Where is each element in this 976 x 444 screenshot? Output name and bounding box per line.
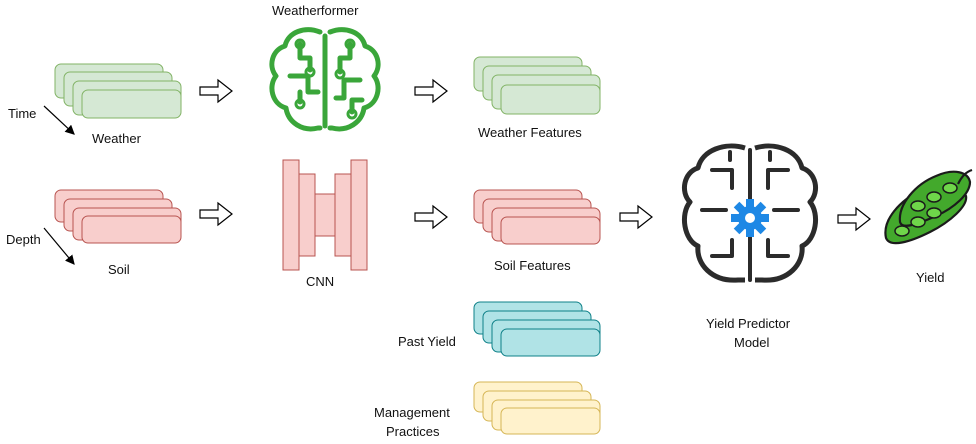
block-arrow (619, 204, 653, 230)
management-practices-stack (473, 381, 601, 435)
block-arrow (414, 78, 448, 104)
soil-label: Soil (108, 262, 130, 277)
depth-axis-arrow (43, 227, 75, 265)
weather-features-stack (473, 56, 601, 115)
soil-input-stack (54, 189, 182, 244)
weather-features-label: Weather Features (478, 125, 582, 140)
cnn-layer (350, 159, 368, 271)
past-yield-stack (473, 301, 601, 357)
gear-icon (731, 199, 769, 237)
circuit-brain-icon (269, 27, 381, 132)
cnn-layer (282, 159, 300, 271)
predictor-label-line2: Model (734, 335, 770, 350)
soil-card (81, 215, 182, 244)
management-label-line2: Practices (386, 424, 440, 439)
time-axis-arrow (43, 105, 75, 135)
past-yield-card (500, 328, 601, 357)
cnn-label: CNN (306, 274, 334, 289)
cnn-layer (298, 173, 316, 257)
cnn-layer (334, 173, 352, 257)
time-axis-label: Time (8, 106, 36, 121)
encoder-decoder-icon (282, 159, 368, 271)
yield-label: Yield (916, 270, 944, 285)
depth-axis-label: Depth (6, 232, 41, 247)
brain-gear-icon (681, 143, 819, 283)
soil-features-label: Soil Features (494, 258, 571, 273)
management-card (500, 407, 601, 435)
predictor-label-line1: Yield Predictor (706, 316, 791, 331)
block-arrow (837, 206, 871, 232)
block-arrow (199, 78, 233, 104)
weather-card (81, 89, 182, 119)
soil-features-stack (473, 189, 601, 245)
weather-label: Weather (92, 131, 142, 146)
block-arrow (199, 201, 233, 227)
weather-input-stack (54, 63, 182, 119)
past-yield-label: Past Yield (398, 334, 456, 349)
soybean-pod-icon (884, 168, 973, 245)
block-arrow (414, 204, 448, 230)
soil-feature-card (500, 216, 601, 245)
cnn-layer (314, 193, 336, 237)
weather-feature-card (500, 84, 601, 115)
weatherformer-title: Weatherformer (272, 3, 359, 18)
management-label-line1: Management (374, 405, 450, 420)
